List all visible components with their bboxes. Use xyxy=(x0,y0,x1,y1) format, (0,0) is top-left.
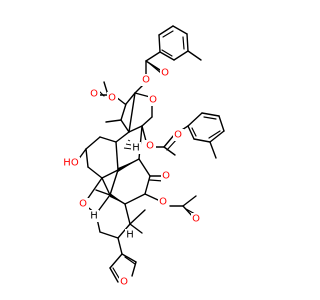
hash-bond xyxy=(123,139,133,150)
atom-labels: O O O O O O O H HO O O O O H H O xyxy=(63,67,202,288)
methyl-lower-center xyxy=(129,223,143,234)
acetate-right xyxy=(144,193,197,219)
furan-ring xyxy=(109,253,137,283)
benzoate-mid-methyl xyxy=(209,141,217,159)
atom-label-hydrogen: H xyxy=(90,211,98,222)
atom-label-oxygen: O xyxy=(146,141,154,152)
atom-label-oxygen: O xyxy=(192,214,200,225)
atom-label-hydrogen: H xyxy=(126,230,134,241)
oxabicycle-ring xyxy=(120,92,153,133)
atom-label-oxygen: O xyxy=(120,277,128,288)
atom-label-oxygen: O xyxy=(108,93,116,104)
atom-label-oxygen: O xyxy=(161,68,169,79)
benzoate-mid-link xyxy=(141,125,178,156)
wedge-bond xyxy=(118,159,139,172)
wedge-bond xyxy=(110,193,125,204)
atom-label-oxygen: O xyxy=(142,75,150,86)
benzoate-top-methyl xyxy=(187,50,202,61)
methyl-lower-left xyxy=(95,189,111,196)
atom-label-oxygen: O xyxy=(149,95,157,106)
benzoate-top-ring xyxy=(158,25,189,61)
methyl-top xyxy=(105,119,122,123)
benzoate-top-carbonyl xyxy=(145,51,162,77)
atom-label-oxygen: O xyxy=(162,171,170,182)
molecule-structure: O O O O O O O H HO O O O O H H O xyxy=(63,25,225,288)
atom-label-oxygen: O xyxy=(174,130,182,141)
furan-link xyxy=(117,237,123,255)
cyclopentane-ring xyxy=(95,203,146,239)
atom-label-oxygen: O xyxy=(79,199,87,210)
ring-system-core xyxy=(85,125,151,205)
atom-label-oxygen: O xyxy=(90,89,98,100)
molecule-diagram: O O O O O O O H HO O O O O H H O xyxy=(63,25,225,288)
atom-label-hydrogen: H xyxy=(132,143,140,154)
atom-label-oxygen: O xyxy=(159,197,167,208)
atom-label-hydroxyl: HO xyxy=(63,158,79,169)
